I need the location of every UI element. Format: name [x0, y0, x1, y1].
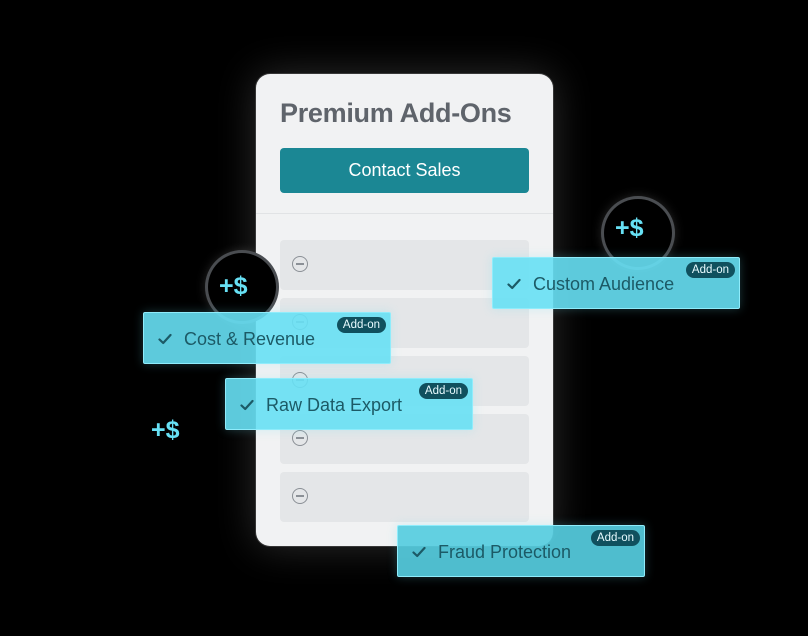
check-icon [507, 278, 521, 290]
contact-sales-button[interactable]: Contact Sales [280, 148, 529, 193]
list-item [280, 240, 529, 290]
addon-badge: Add-on [590, 530, 640, 546]
addon-badge: Add-on [336, 317, 386, 333]
addon-tag-raw-data-export[interactable]: Raw Data Export Add-on [225, 378, 473, 430]
addon-badge: Add-on [685, 262, 735, 278]
list-item [280, 472, 529, 522]
minus-circle-icon[interactable] [292, 488, 308, 504]
check-icon [412, 546, 426, 558]
addon-label: Fraud Protection [438, 542, 572, 562]
price-symbol-floating: +$ [151, 416, 180, 444]
addon-tag-cost-revenue[interactable]: Cost & Revenue Add-on [143, 312, 391, 364]
price-bubble-right: +$ [604, 199, 672, 267]
addon-tag-custom-audience[interactable]: Custom Audience Add-on [492, 257, 740, 309]
check-icon [158, 333, 172, 345]
addon-badge: Add-on [418, 383, 468, 399]
card-title: Premium Add-Ons [280, 98, 512, 128]
minus-circle-icon[interactable] [292, 256, 308, 272]
minus-circle-icon[interactable] [292, 430, 308, 446]
price-symbol: +$ [615, 214, 644, 242]
price-symbol: +$ [219, 272, 248, 300]
addon-tag-fraud-protection[interactable]: Fraud Protection Add-on [397, 525, 645, 577]
addon-label: Cost & Revenue [184, 329, 316, 349]
price-bubble-left: +$ [208, 253, 276, 321]
premium-addons-card: Premium Add-Ons Contact Sales [256, 74, 553, 546]
addon-label: Raw Data Export [266, 395, 403, 415]
divider [256, 213, 553, 214]
check-icon [240, 399, 254, 411]
addon-label: Custom Audience [533, 274, 675, 294]
